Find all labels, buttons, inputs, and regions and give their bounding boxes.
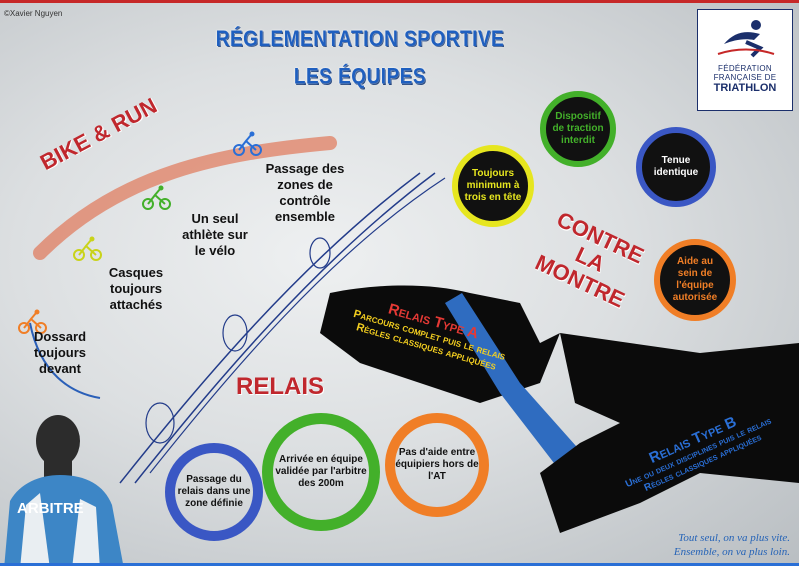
slogan: Tout seul, on va plus vite. Ensemble, on… (600, 531, 790, 559)
rule-bib: Dossard toujours devant (33, 329, 87, 376)
cyclist-icon (73, 236, 102, 261)
referee-illustration (4, 415, 124, 566)
rule-same-outfit: Tenue identique (653, 155, 699, 178)
cyclist-icon (18, 309, 47, 334)
slogan-line-2: Ensemble, on va plus loin. (673, 546, 790, 558)
logo-line-2: FRANÇAISE DE (713, 73, 777, 82)
bottom-border (0, 563, 799, 566)
rule-no-traction: Dispositif de traction interdit (552, 111, 604, 146)
triathlete-logo-icon (717, 20, 775, 58)
rule-relay-zone: Passage du relais dans une zone définie (177, 474, 251, 509)
stopwatch-green: Dispositif de traction interdit (540, 91, 616, 167)
rule-help-allowed: Aide au sein de l'équipe autorisée (672, 256, 718, 303)
fftri-logo: FÉDÉRATION FRANÇAISE DE TRIATHLON (697, 9, 793, 111)
photo-credit: ©Xavier Nguyen (4, 9, 63, 18)
stopwatch-blue: Tenue identique (636, 127, 716, 207)
rule-no-outside-help: Pas d'aide entre équipiers hors de l'AT (395, 447, 479, 482)
relay-ring-blue: Passage du relais dans une zone définie (165, 443, 263, 541)
rule-control-zones: Passage des zones de contrôle ensemble (265, 161, 345, 224)
rule-three-minimum: Toujours minimum à trois en tête (464, 168, 522, 203)
page-subtitle: LES ÉQUIPES (293, 65, 427, 90)
decorative-trails (29, 136, 446, 484)
rule-one-athlete: Un seul athlète sur le vélo (182, 211, 248, 258)
logo-line-3: TRIATHLON (713, 82, 777, 94)
cyclist-icon (142, 185, 171, 210)
page-title: RÉGLEMENTATION SPORTIVE (215, 27, 505, 52)
cyclist-icon (233, 131, 262, 156)
relay-ring-orange: Pas d'aide entre équipiers hors de l'AT (385, 413, 489, 517)
rule-helmets: Casques toujours attachés (108, 265, 164, 312)
slogan-line-1: Tout seul, on va plus vite. (678, 532, 790, 544)
rule-team-finish: Arrivée en équipe validée par l'arbitre … (275, 454, 367, 489)
relais-heading: RELAIS (236, 373, 325, 400)
stopwatch-orange: Aide au sein de l'équipe autorisée (654, 239, 736, 321)
stopwatch-yellow: Toujours minimum à trois en tête (452, 145, 534, 227)
logo-line-1: FÉDÉRATION (718, 64, 772, 73)
relay-ring-green: Arrivée en équipe validée par l'arbitre … (262, 413, 380, 531)
relay-arms-illustration (320, 285, 799, 533)
referee-label: ARBITRE (17, 500, 84, 517)
